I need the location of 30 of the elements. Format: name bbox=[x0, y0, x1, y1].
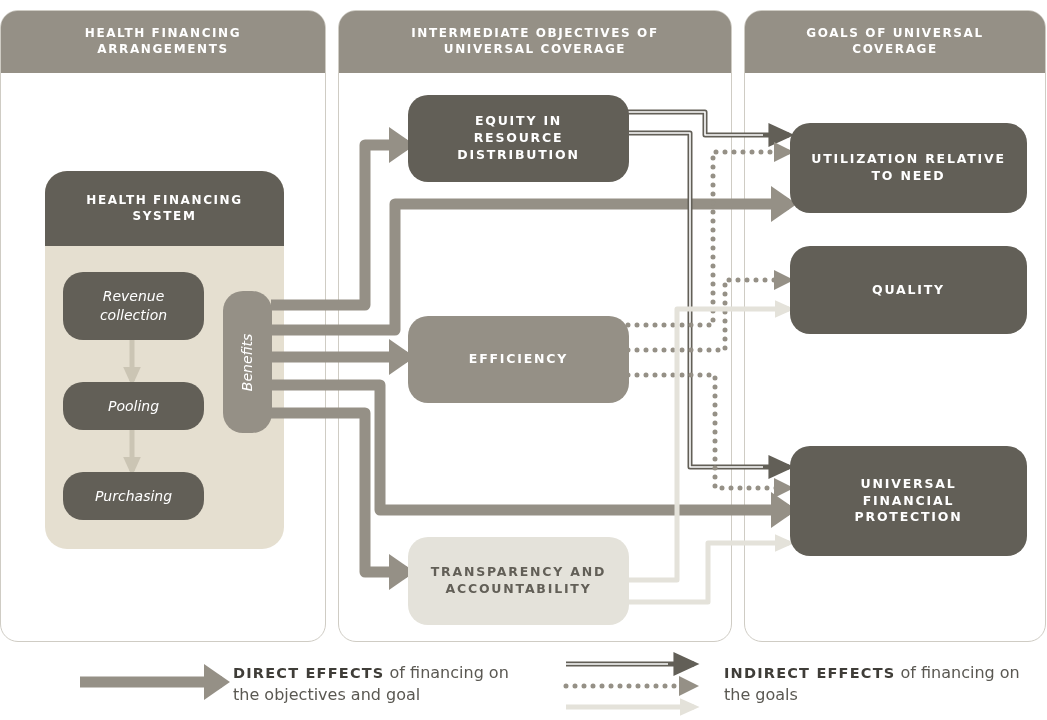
node-label: EQUITY IN RESOURCE DISTRIBUTION bbox=[456, 113, 581, 164]
benefits-bar bbox=[223, 291, 272, 433]
column-panel bbox=[744, 10, 1046, 642]
legend-text: DIRECT EFFECTS of financing on the objectives and goal bbox=[233, 662, 510, 706]
objective-box bbox=[408, 316, 629, 403]
objective-box bbox=[63, 472, 204, 520]
node-label: Pooling bbox=[107, 396, 160, 416]
heading: HEALTH FINANCING ARRANGEMENTS bbox=[83, 26, 243, 58]
column-panel bbox=[0, 10, 326, 642]
objective-box bbox=[790, 246, 1027, 334]
heading: GOALS OF UNIVERSAL COVERAGE bbox=[805, 26, 985, 58]
node-label: Purchasing bbox=[94, 486, 173, 506]
objective-box bbox=[63, 382, 204, 430]
node-label: Revenue collection bbox=[98, 287, 169, 325]
heading: HEALTH FINANCING SYSTEM bbox=[85, 192, 244, 225]
objective-box bbox=[408, 95, 629, 182]
column-panel bbox=[338, 10, 732, 642]
node-label: UTILIZATION RELATIVE TO NEED bbox=[810, 151, 1007, 185]
legend-text: INDIRECT EFFECTS of financing on the goals bbox=[724, 662, 1021, 706]
objective-box bbox=[63, 272, 204, 340]
node-label: TRANSPARENCY AND ACCOUNTABILITY bbox=[429, 564, 608, 598]
node-label: QUALITY bbox=[872, 281, 945, 299]
node-label: Benefits bbox=[238, 333, 257, 391]
node-label: UNIVERSAL FINANCIAL PROTECTION bbox=[853, 475, 964, 527]
system-panel bbox=[45, 171, 284, 549]
objective-box bbox=[790, 446, 1027, 556]
objective-box bbox=[408, 537, 629, 625]
objective-box bbox=[790, 123, 1027, 213]
heading: INTERMEDIATE OBJECTIVES OF UNIVERSAL COVERAGE bbox=[410, 26, 660, 58]
node-label: EFFICIENCY bbox=[468, 351, 569, 368]
